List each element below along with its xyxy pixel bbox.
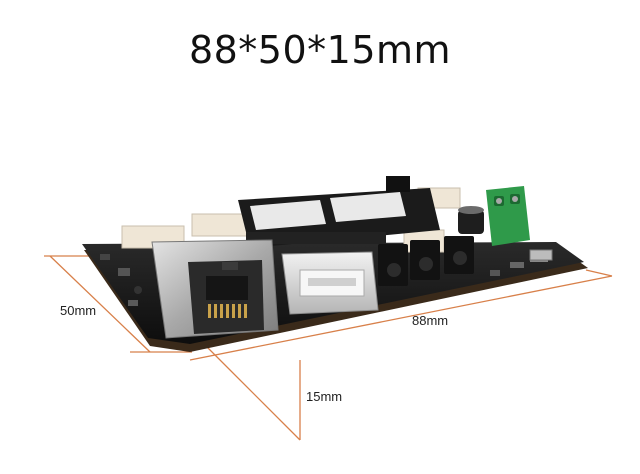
ethernet-port	[151, 239, 279, 339]
height-dimension-label: 15mm	[306, 389, 343, 404]
audio-jacks	[378, 236, 474, 286]
width-dim-line	[49, 255, 151, 353]
ethernet-pins	[208, 304, 247, 318]
width-dimension-label: 50mm	[60, 303, 97, 318]
terminal-block	[486, 186, 530, 246]
capacitor	[458, 206, 484, 234]
length-dim-line	[189, 275, 613, 361]
height-dim-line-diagonal	[199, 339, 301, 441]
connector-middle	[191, 213, 249, 237]
wifi-module	[238, 176, 440, 248]
page-title: 88*50*15mm	[188, 28, 452, 72]
dimension-lines	[44, 255, 613, 441]
usb-port	[281, 251, 379, 315]
length-dim-tick-right	[585, 269, 613, 277]
length-dimension-label: 88mm	[412, 313, 449, 328]
micro-usb-port	[529, 249, 553, 261]
